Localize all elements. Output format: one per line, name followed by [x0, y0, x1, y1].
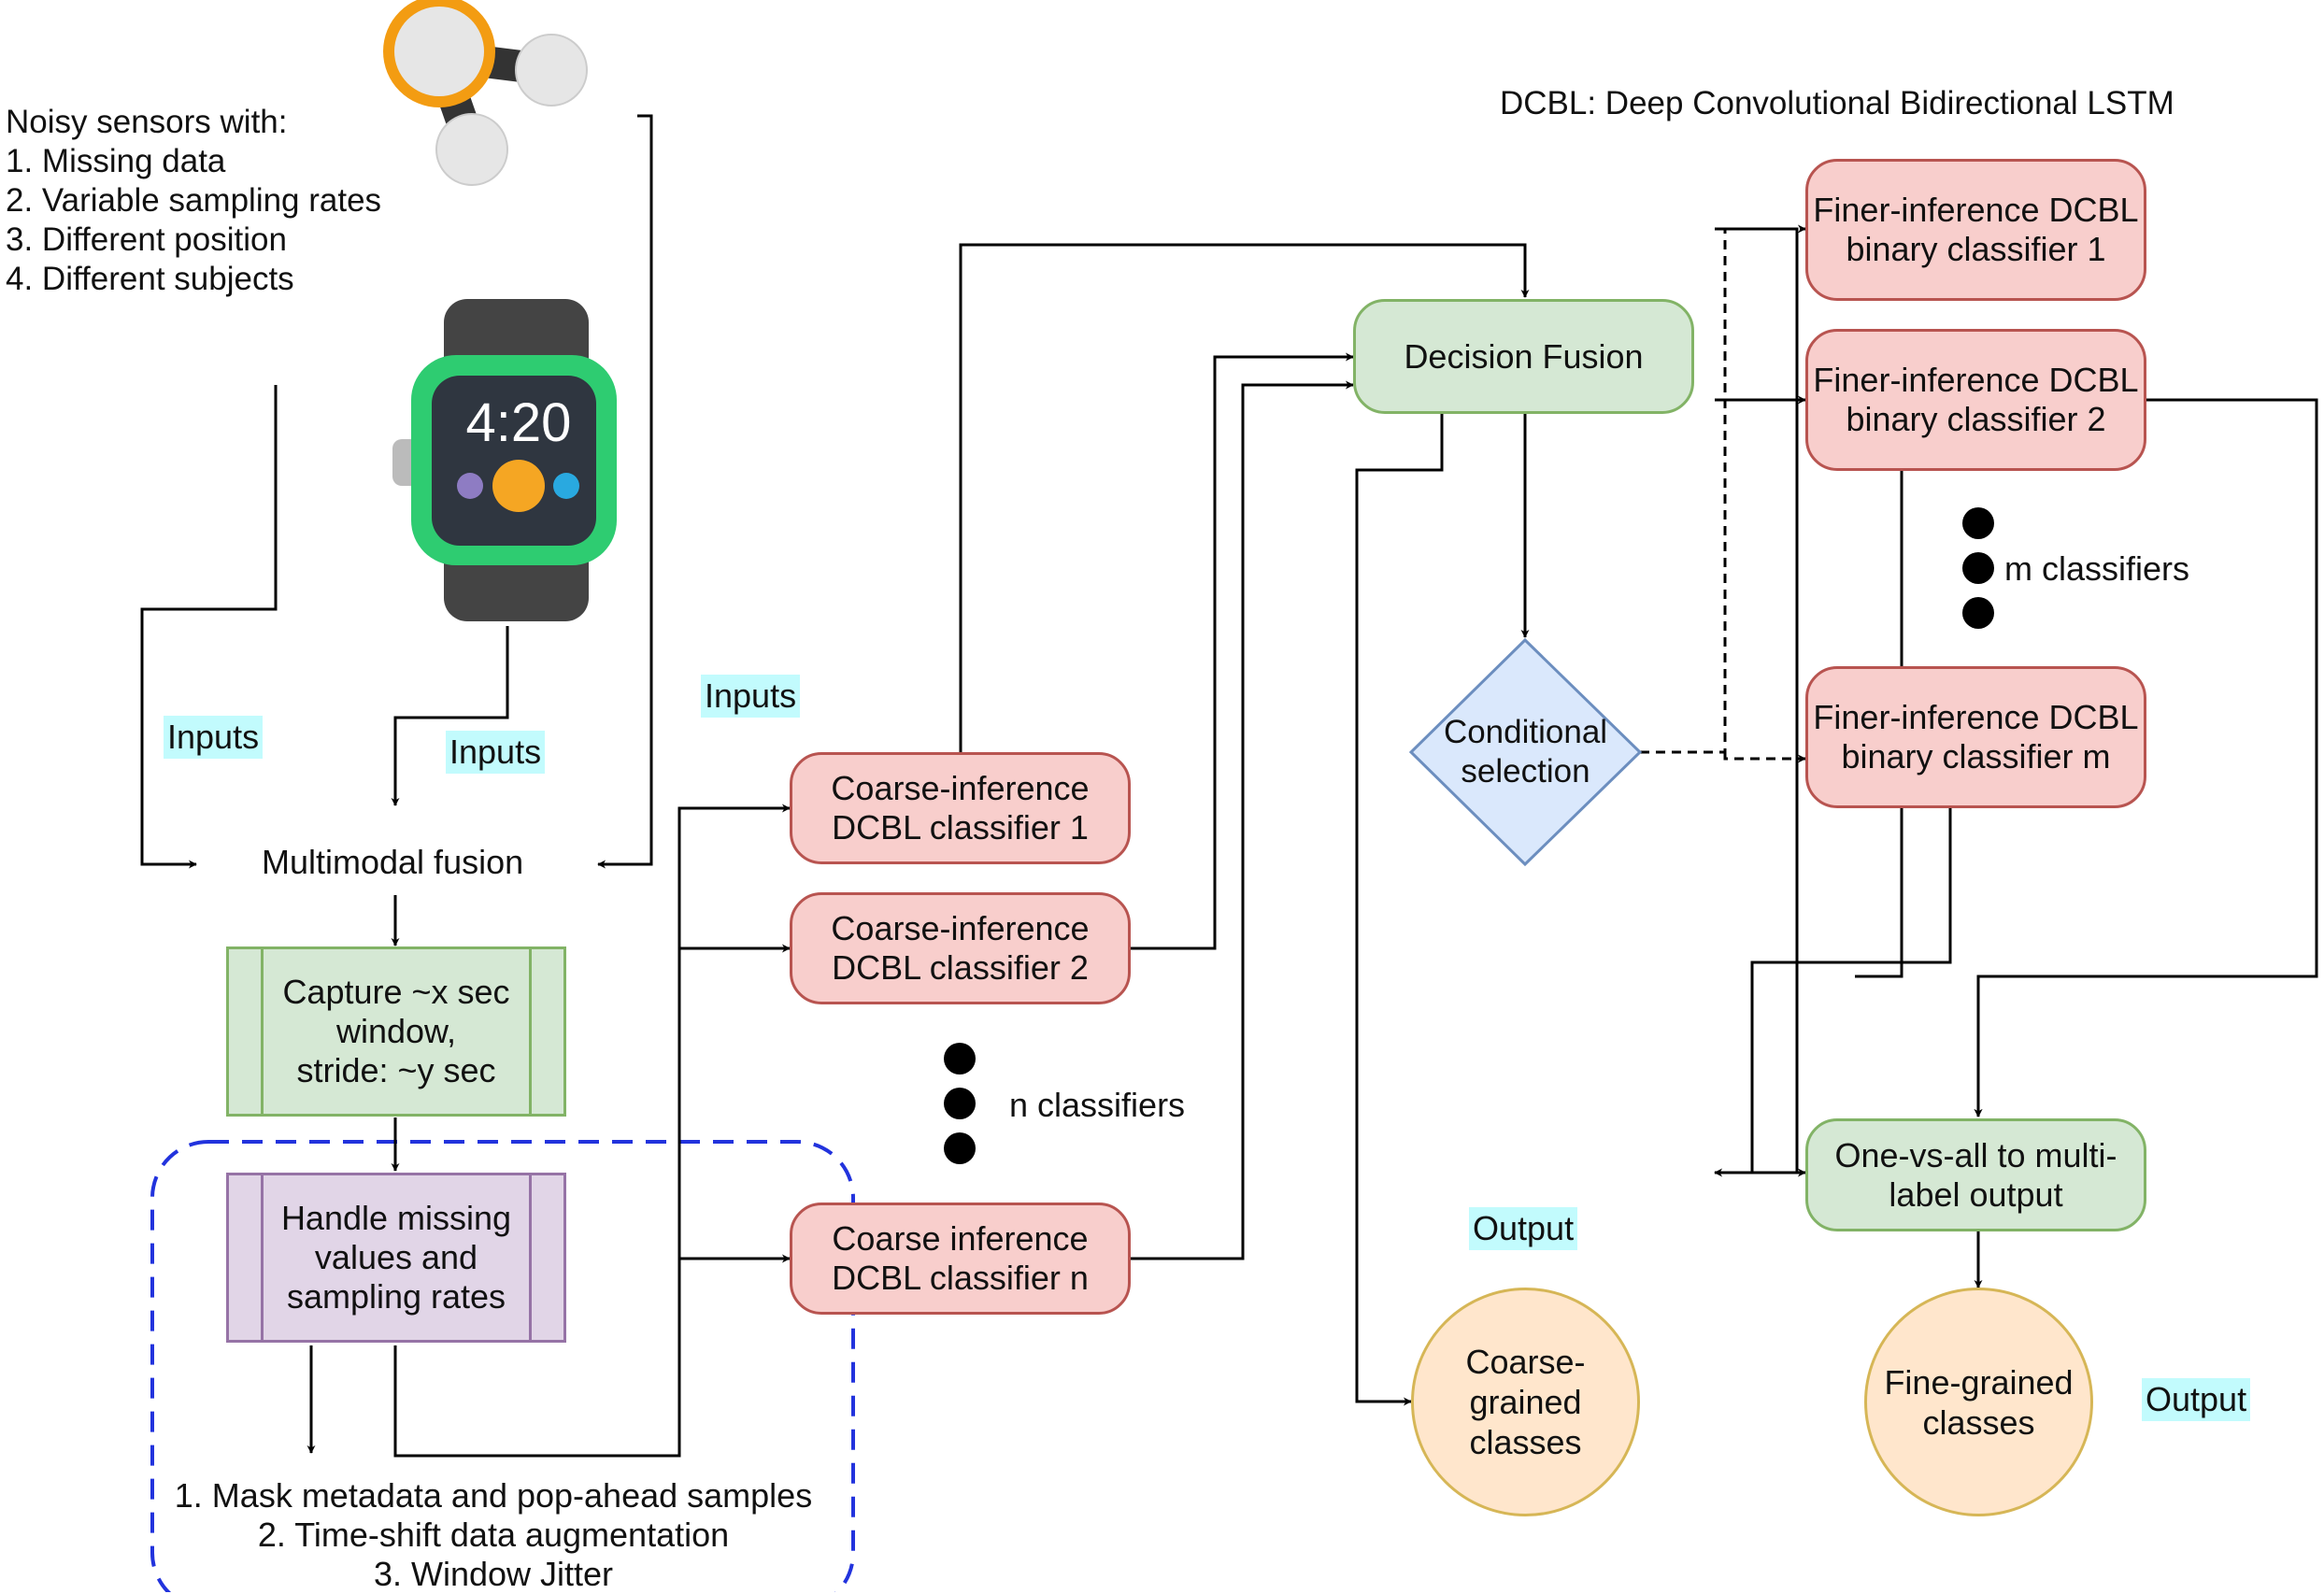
sensor-notes-heading: Noisy sensors with:: [6, 104, 288, 140]
augmentation-item: 1. Mask metadata and pop-ahead samples: [174, 1476, 813, 1515]
augmentation-list: 1. Mask metadata and pop-ahead samples 2…: [157, 1476, 830, 1594]
ellipsis-dot: [1962, 597, 1994, 629]
one-vs-all-box: One-vs-all to multi- label output: [1805, 1118, 2146, 1231]
multimodal-fusion-label: Multimodal fusion: [262, 843, 524, 881]
ellipsis-dot: [1962, 552, 1994, 584]
sensor-notes: Noisy sensors with: 1. Missing data 2. V…: [6, 103, 381, 299]
connectors: [140, 114, 2318, 1458]
n-classifiers-label: n classifiers: [1009, 1086, 1186, 1124]
fine-classifier-m: Finer-inference DCBL binary classifier m: [1805, 666, 2146, 808]
dcbl-legend: DCBL: Deep Convolutional Bidirectional L…: [1500, 85, 2174, 121]
inputs-tag-left: Inputs: [164, 716, 264, 759]
output-tag-fine: Output: [2142, 1378, 2251, 1421]
augmentation-item: 3. Window Jitter: [373, 1555, 614, 1593]
coarse-classifier-2: Coarse-inference DCBL classifier 2: [790, 892, 1131, 1004]
dashed-connectors: [1640, 224, 1806, 763]
output-tag-coarse: Output: [1469, 1207, 1578, 1250]
ellipsis-dot: [944, 1043, 976, 1075]
sensor-note-item: 2. Variable sampling rates: [6, 182, 382, 219]
sensor-note-item: 3. Different position: [6, 221, 287, 258]
capture-window-box: Capture ~x sec window, stride: ~y sec: [226, 946, 566, 1117]
augmentation-region: [150, 1140, 855, 1592]
inputs-tag-center: Inputs: [701, 675, 801, 718]
coarse-classifier-1: Coarse-inference DCBL classifier 1: [790, 752, 1131, 864]
edge-fine-m-to-onevsall: [1750, 808, 1952, 1177]
edge-handle-to-coarse-1: [393, 804, 791, 1458]
ellipsis-dot: [1962, 507, 1994, 539]
coarse-classifier-n: Coarse inference DCBL classifier n: [790, 1203, 1131, 1315]
coarse-grained-classes: Coarse- grained classes: [1411, 1288, 1640, 1516]
edge-left-sensors-to-fusion: [140, 385, 278, 869]
smartwatch-icon: 4:20: [392, 299, 617, 621]
fine-classifier-1: Finer-inference DCBL binary classifier 1: [1805, 159, 2146, 301]
conditional-selection-label: Conditional selection: [1443, 714, 1608, 790]
ellipsis-dot: [944, 1088, 976, 1119]
sensor-note-item: 4. Different subjects: [6, 261, 294, 297]
molecule-icon: [383, 0, 588, 186]
decision-fusion-box: Decision Fusion: [1353, 299, 1694, 414]
ellipsis-dot: [944, 1132, 976, 1164]
edge-decision-to-coarse-classes: [1355, 414, 1444, 1406]
sensor-note-item: 1. Missing data: [6, 143, 226, 179]
handle-missing-values-box: Handle missing values and sampling rates: [226, 1173, 566, 1343]
edge-coarse-1-to-decision: [959, 243, 1530, 752]
watch-time: 4:20: [466, 392, 572, 453]
edge-molecule-to-fusion: [597, 114, 653, 869]
fine-grained-classes: Fine-grained classes: [1864, 1288, 2093, 1516]
m-classifiers-label: m classifiers: [2004, 549, 2190, 588]
edge-coarse-n-to-decision: [1131, 380, 1354, 1260]
conditional-selection-diamond: [1408, 637, 1643, 867]
augmentation-item: 2. Time-shift data augmentation: [257, 1516, 730, 1554]
inputs-tag-mid: Inputs: [446, 731, 546, 774]
edge-fine-1-to-onevsall: [1714, 227, 1799, 1177]
edge-watch-to-fusion: [391, 626, 509, 806]
edge-coarse-2-to-decision: [1131, 352, 1354, 950]
fine-classifier-2: Finer-inference DCBL binary classifier 2: [1805, 329, 2146, 471]
edge-conditional-to-fine-m: [1723, 752, 1806, 763]
